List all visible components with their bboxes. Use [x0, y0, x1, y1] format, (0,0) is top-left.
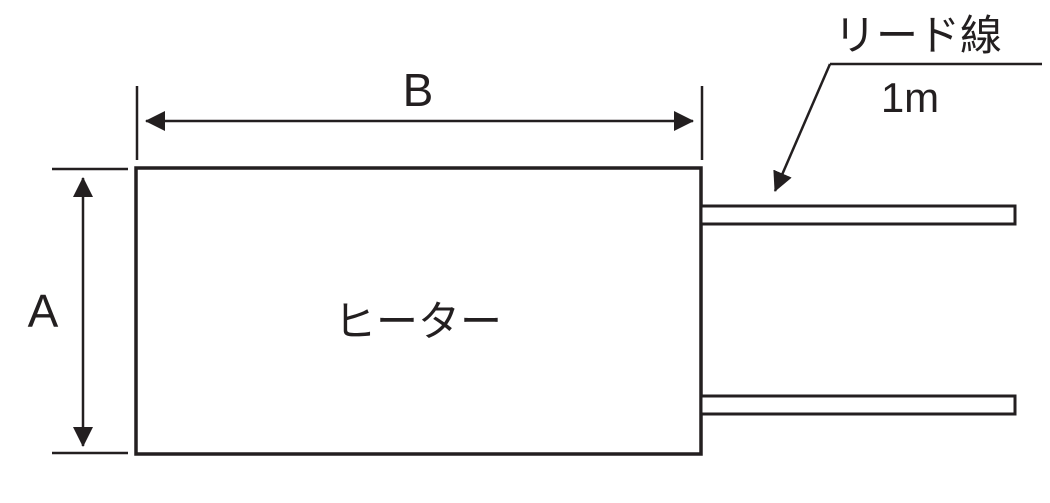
dim-b-label: B: [403, 64, 434, 116]
heater-body-rect: [134, 166, 703, 456]
lead-wire-leader-arrow: [773, 63, 832, 192]
lead-wire-label: リード線: [834, 12, 1002, 59]
lead-wire-top: [699, 204, 1017, 226]
heater-label: ヒーター: [334, 298, 502, 345]
dim-a-label: A: [28, 285, 59, 337]
lead-wire-length-label: 1m: [881, 74, 939, 121]
lead-wire-bottom: [699, 394, 1017, 416]
